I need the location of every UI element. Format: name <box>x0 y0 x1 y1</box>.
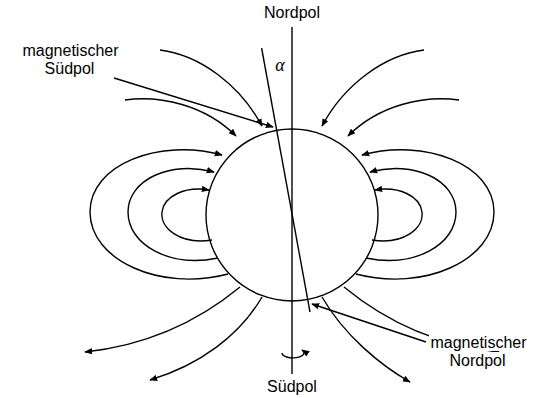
pole-label-text: magnetischer Nordpol <box>429 334 526 369</box>
rotation-axis <box>291 27 292 374</box>
angle-label: α <box>270 56 290 74</box>
pole-label: magnetischer Südpol <box>18 42 122 78</box>
angle-label-text: α <box>274 55 285 75</box>
leader-line <box>114 78 273 127</box>
field-line <box>150 297 262 380</box>
pole-label-text: magnetischer Südpol <box>21 42 118 77</box>
field-line <box>322 297 410 382</box>
field-line <box>85 287 240 352</box>
pole-label-text: Südpol <box>266 378 318 395</box>
field-line <box>128 168 218 260</box>
pole-label: Nordpol <box>232 4 352 22</box>
field-line <box>366 168 456 260</box>
leader-line <box>312 304 426 342</box>
magnetic-axis <box>262 48 310 312</box>
field-line <box>348 99 459 136</box>
field-line <box>162 189 212 241</box>
field-line <box>372 189 422 241</box>
pole-label: Südpol <box>232 378 352 396</box>
field-line <box>322 50 424 126</box>
field-line <box>90 150 228 279</box>
field-line <box>356 150 494 279</box>
rotation-arrow <box>282 350 304 358</box>
pole-label: magnetischer Nordpol <box>425 334 531 370</box>
field-line <box>160 50 262 126</box>
pole-label-text: Nordpol <box>263 4 321 21</box>
field-line <box>125 99 236 136</box>
